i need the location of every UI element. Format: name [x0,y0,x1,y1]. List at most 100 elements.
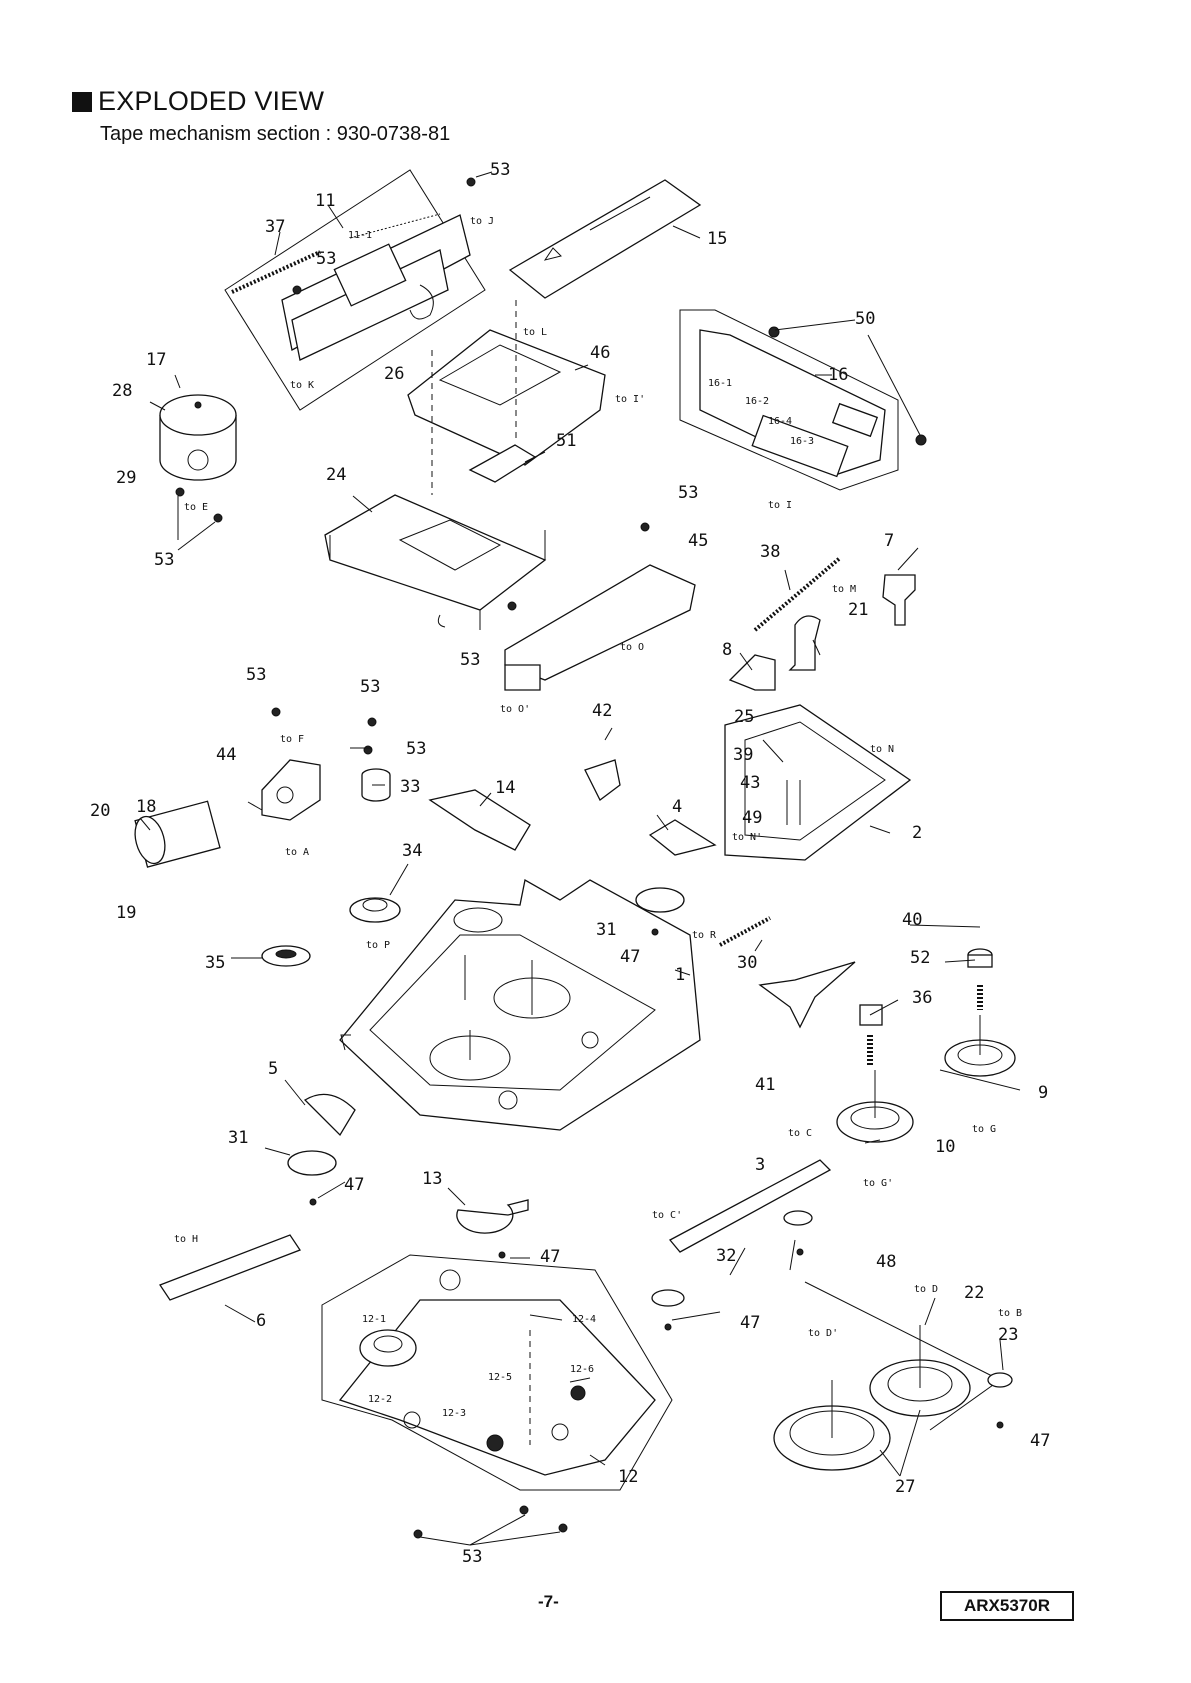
model-number-box: ARX5370R [940,1591,1074,1621]
part-14-lever [428,789,531,851]
ref-to-O1: to O' [500,704,530,715]
part-18-motor [134,800,221,868]
part-37-spring [231,250,321,294]
label-12: 12 [618,1467,638,1487]
ref-to-D1: to D' [808,1328,838,1339]
label-7: 7 [884,531,894,551]
ref-to-D: to D [914,1284,938,1295]
part-13-sensor [456,1199,529,1234]
label-47: 47 [344,1175,364,1195]
label-40: 40 [902,910,922,930]
part-10-flywheel [836,1070,914,1143]
part-11-head-assembly [224,169,486,411]
ref-to-M: to M [832,584,856,595]
label-34: 34 [402,841,422,861]
label-51: 51 [556,431,576,451]
leader-lines [139,171,1021,1546]
dashed-guide-lines [431,300,531,1445]
part-27-pulleys [773,1325,1013,1471]
label-16-2: 16-2 [745,396,769,407]
part-1-main-chassis [339,878,701,1131]
ref-to-P: to P [366,940,390,951]
label-53: 53 [360,677,380,697]
ref-to-I1: to I' [615,394,645,405]
label-28: 28 [112,381,132,401]
ref-to-F: to F [280,734,304,745]
part-21-bracket [788,615,821,671]
part-2-sub-chassis [724,704,912,861]
part-6-lever [159,1234,301,1301]
ref-to-H: to H [174,1234,198,1245]
label-52: 52 [910,948,930,968]
label-20: 20 [90,801,110,821]
screws-53 [271,177,568,1539]
part-8-bracket [728,654,776,691]
label-12-6: 12-6 [570,1364,594,1375]
label-38: 38 [760,542,780,562]
label-47: 47 [620,947,640,967]
ref-to-A: to A [285,847,309,858]
ref-to-G1: to G' [863,1178,893,1189]
header: EXPLODED VIEW Tape mechanism section : 9… [72,86,450,146]
part-34-gear [349,897,401,923]
label-6: 6 [256,1311,266,1331]
ref-to-C1: to C' [652,1210,682,1221]
ref-to-O: to O [620,642,644,653]
label-53: 53 [462,1547,482,1567]
part-46-bracket [407,329,606,466]
label-53: 53 [316,249,336,269]
label-17: 17 [146,350,166,370]
label-27: 27 [895,1477,915,1497]
label-18: 18 [136,797,156,817]
label-29: 29 [116,468,136,488]
label-1: 1 [675,965,685,985]
label-15: 15 [707,229,727,249]
part-12-base-plate [321,1254,673,1491]
part-17-motor [159,394,237,523]
label-53: 53 [406,739,426,759]
label-3: 3 [755,1155,765,1175]
part-4-lever [648,819,717,856]
label-47: 47 [740,1313,760,1333]
label-13: 13 [422,1169,442,1189]
part-31-gear-lower [287,1150,337,1176]
ref-to-K: to K [290,380,314,391]
label-44: 44 [216,745,236,765]
washers-47 [309,928,1004,1429]
label-21: 21 [848,600,868,620]
label-25: 25 [734,707,754,727]
ref-to-C: to C [788,1128,812,1139]
label-36: 36 [912,988,932,1008]
label-22: 22 [964,1283,984,1303]
label-45: 45 [688,531,708,551]
label-53: 53 [490,160,510,180]
page-subtitle: Tape mechanism section : 930-0738-81 [100,123,451,145]
part-35-gear [261,945,311,967]
part-45-bracket [504,564,696,681]
label-16-4: 16-4 [768,416,792,427]
title-bullet-icon [72,91,92,112]
part-16-pcb-outline [679,309,899,491]
label-50: 50 [855,309,875,329]
label-12-4: 12-4 [572,1314,596,1325]
label-37: 37 [265,217,285,237]
label-11-1: 11-1 [348,230,372,241]
ref-to-N1: to N' [732,832,762,843]
part-5-lever [303,1093,356,1137]
label-10: 10 [935,1137,955,1157]
part-42-lever [584,759,621,801]
label-2: 2 [912,823,922,843]
part-7-lever [882,574,916,626]
label-47: 47 [540,1247,560,1267]
label-31: 31 [596,920,616,940]
label-53: 53 [460,650,480,670]
label-4: 4 [672,797,682,817]
ref-to-J: to J [470,216,494,227]
part-3-lever [668,1159,832,1253]
label-30: 30 [737,953,757,973]
label-31: 31 [228,1128,248,1148]
part-31-gear-upper [635,887,685,913]
label-12-3: 12-3 [442,1408,466,1419]
label-35: 35 [205,953,225,973]
label-23: 23 [998,1325,1018,1345]
